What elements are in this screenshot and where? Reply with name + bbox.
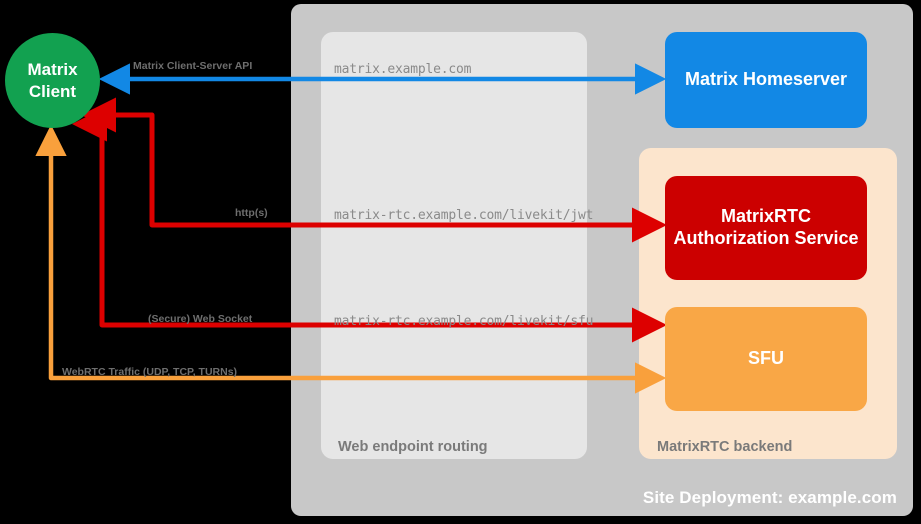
node-matrix-client[interactable]: Matrix Client	[5, 33, 100, 128]
matrixrtc-backend-label: MatrixRTC backend	[657, 439, 793, 455]
endpoint-url-matrix: matrix.example.com	[334, 62, 472, 77]
edge-label-http-s: http(s)	[235, 207, 268, 219]
edge-label-matrix-client-server-api: Matrix Client-Server API	[133, 60, 253, 72]
matrix-client-label-line1: Matrix	[27, 60, 78, 80]
sfu-label: SFU	[748, 348, 784, 369]
matrix-homeserver-label: Matrix Homeserver	[684, 69, 848, 90]
web-endpoint-routing-label: Web endpoint routing	[338, 439, 488, 455]
endpoint-url-livekit-sfu: matrix-rtc.example.com/livekit/sfu	[334, 314, 594, 329]
edge-label-webrtc-traffic: WebRTC Traffic (UDP, TCP, TURNs)	[62, 366, 238, 378]
matrixrtc-authorization-service-label: MatrixRTC Authorization Service	[673, 206, 859, 248]
endpoint-url-livekit-jwt: matrix-rtc.example.com/livekit/jwt	[334, 208, 594, 223]
edge-label-secure-web-socket: (Secure) Web Socket	[148, 313, 253, 325]
node-sfu[interactable]: SFU	[665, 307, 867, 411]
node-matrixrtc-authorization-service[interactable]: MatrixRTC Authorization Service	[665, 176, 867, 280]
matrix-client-label-line2: Client	[28, 81, 77, 101]
site-deployment-label: Site Deployment: example.com	[642, 488, 897, 507]
edge-webrtc-traffic	[35, 124, 667, 394]
node-matrix-homeserver[interactable]: Matrix Homeserver	[665, 32, 867, 128]
